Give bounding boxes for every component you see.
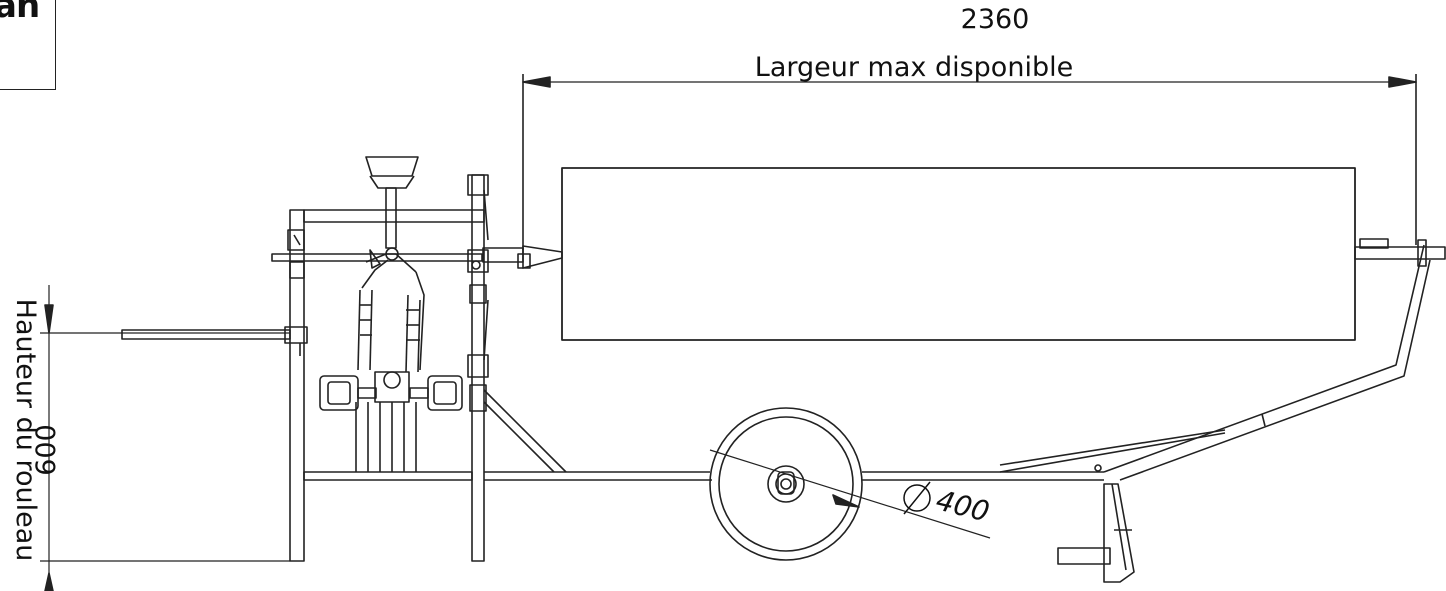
rear-stand (1057, 483, 1135, 583)
chassis (303, 244, 1431, 481)
height-label: Hauteur du rouleau (10, 299, 41, 562)
pedal-mechanism (355, 247, 425, 472)
diameter-symbol-icon (903, 481, 931, 515)
company-logo: an (0, 0, 56, 90)
left-frame (271, 209, 485, 562)
right-pedal (409, 375, 463, 411)
handle-bar (121, 326, 308, 356)
wheel-diameter-value: 400 (933, 484, 993, 529)
wheel (709, 407, 863, 561)
roller (561, 167, 1356, 341)
width-dimension-line (522, 74, 1417, 250)
logo-text: an (0, 0, 40, 26)
left-spindle (482, 245, 563, 269)
diameter-leader (709, 449, 991, 539)
seat (365, 156, 419, 249)
width-value: 2360 (961, 4, 1030, 35)
left-pedal (319, 375, 377, 411)
height-value: 600 (31, 424, 62, 476)
right-post (467, 174, 489, 562)
right-spindle (1354, 238, 1446, 267)
width-label: Largeur max disponible (755, 52, 1073, 83)
height-dimension-line (40, 285, 290, 591)
